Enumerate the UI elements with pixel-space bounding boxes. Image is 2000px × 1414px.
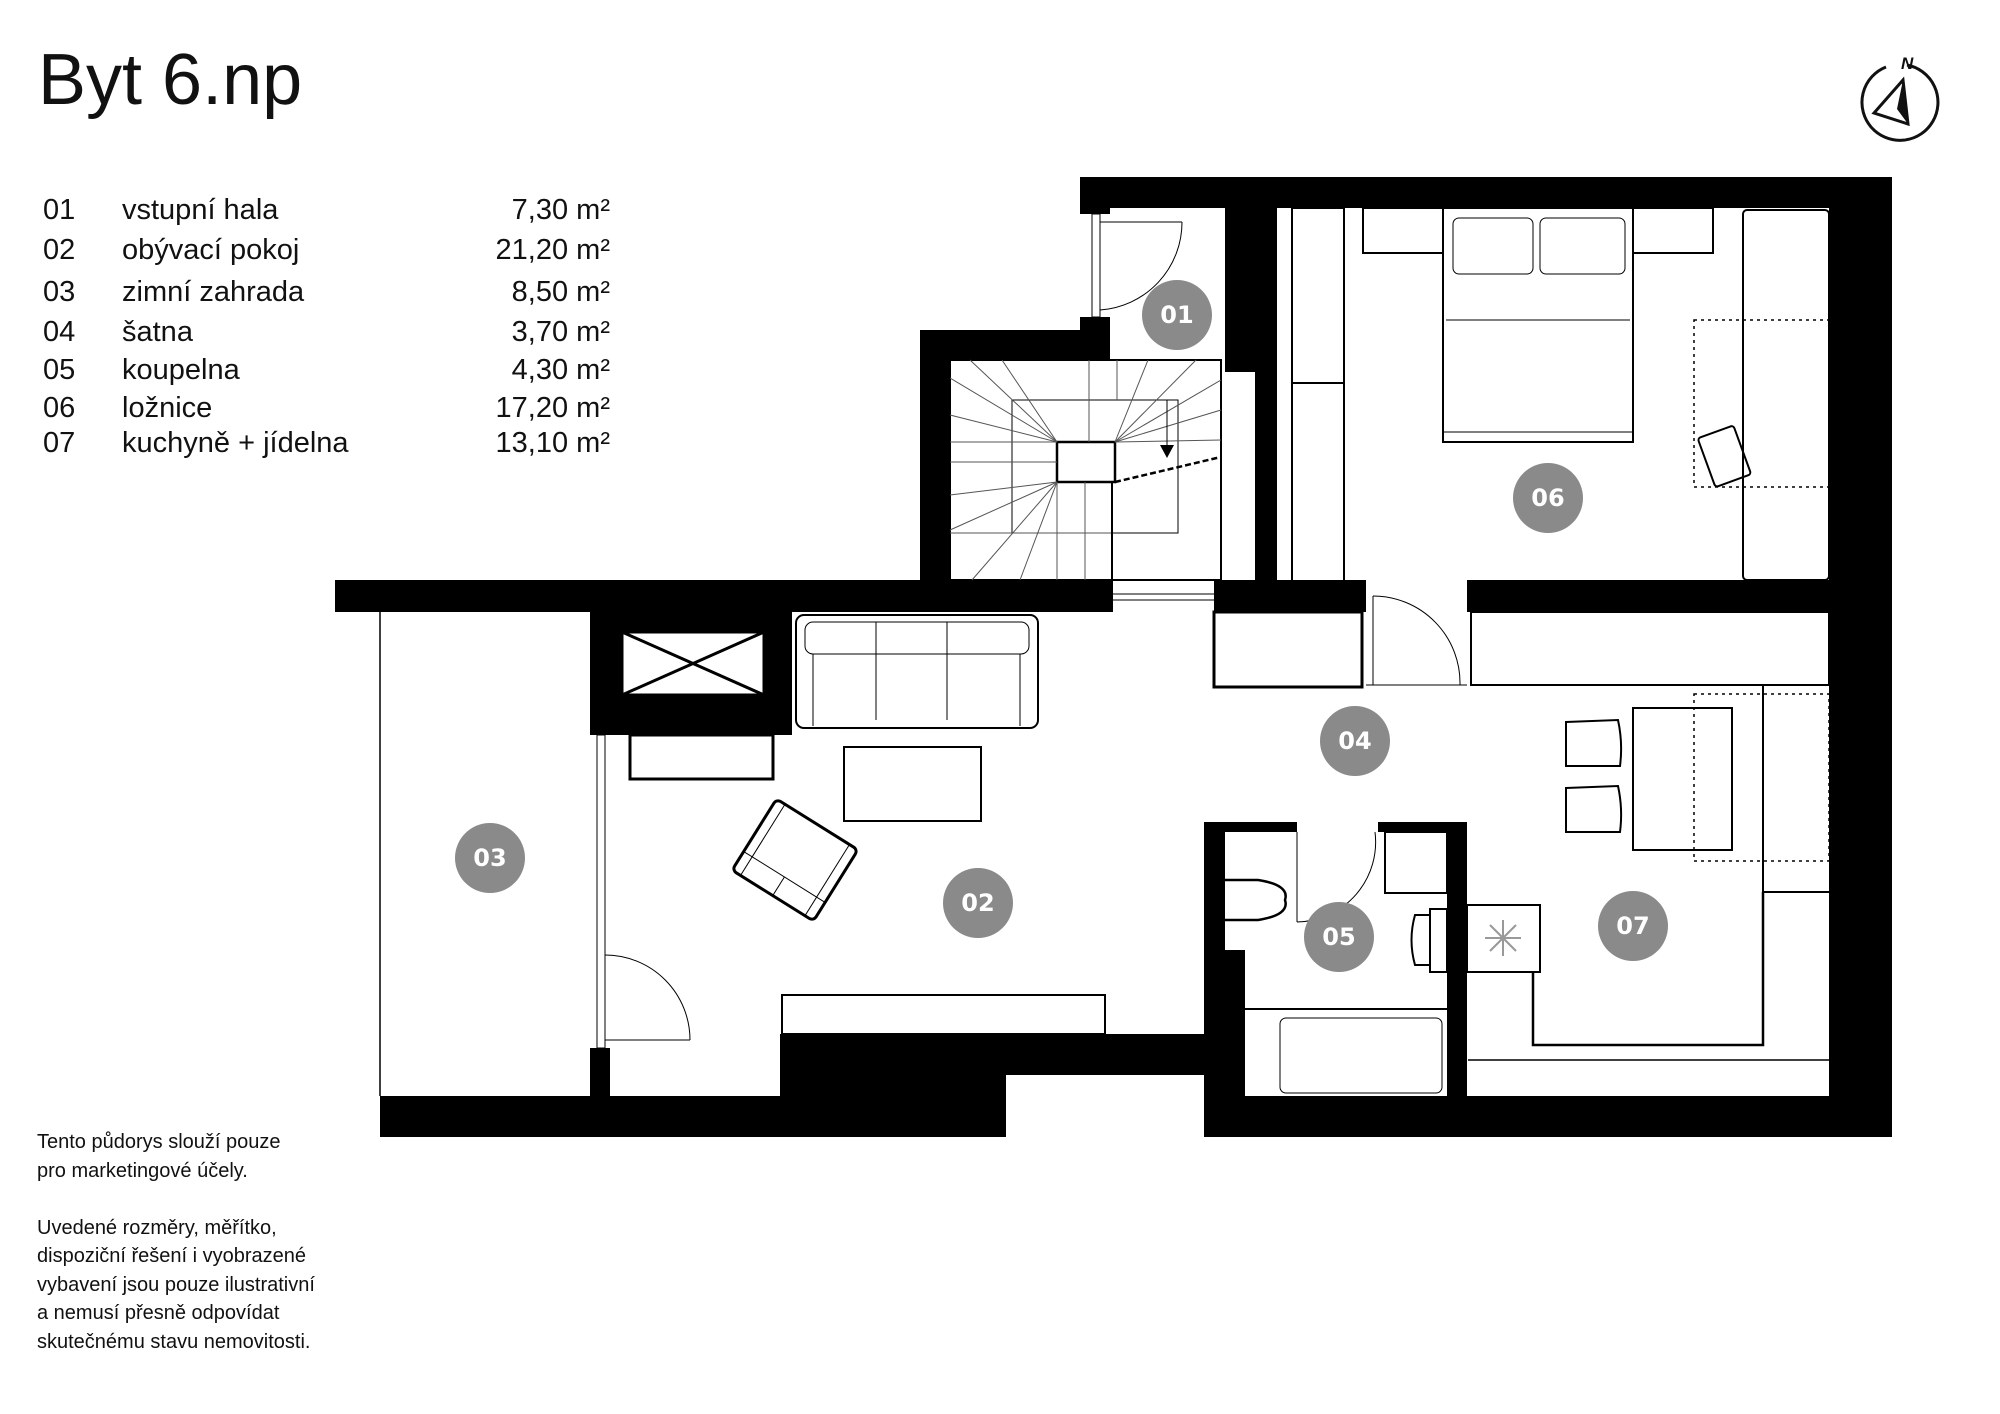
room-name: vstupní hala [122,194,279,226]
room-number: 07 [43,427,76,459]
room-badge-04: 04 [1320,706,1390,776]
room-badge-05: 05 [1304,902,1374,972]
north-arrow-icon [1860,63,1940,142]
room-badge-03: 03 [455,823,525,893]
room-area: 7,30 m² [511,194,610,226]
room-number: 06 [43,392,76,424]
compass: N [1855,54,1945,148]
disclaimer-line: dispoziční řešení i vyobrazené [37,1245,307,1267]
room-badge-01: 01 [1142,280,1212,350]
room-area: 17,20 m² [495,392,610,424]
disclaimer-line: a nemusí přesně odpovídat [37,1302,280,1324]
disclaimer-line: Uvedené rozměry, měřítko, [37,1216,277,1239]
disclaimer-line: vybavení jsou pouze ilustrativní [37,1273,315,1296]
room-number: 01 [43,194,76,226]
page-title: Byt 6.np [38,40,303,120]
fixtures [379,207,1830,1096]
disclaimer-line: Tento půdorys slouží pouze [37,1131,281,1153]
room-name: obývací pokoj [122,234,300,266]
room-area: 13,10 m² [495,427,610,459]
room-number: 03 [43,276,76,308]
room-name: ložnice [122,392,213,424]
room-name: koupelna [122,354,240,386]
room-area: 4,30 m² [511,354,610,386]
disclaimer: Tento půdorys slouží pouze pro marketing… [37,1128,397,1385]
room-name: kuchyně + jídelna [122,427,349,459]
room-name: zimní zahrada [122,276,305,308]
room-number: 05 [43,354,76,386]
room-badge-02: 02 [943,868,1013,938]
room-area: 3,70 m² [511,316,610,348]
room-badge-06: 06 [1513,463,1583,533]
room-area: 21,20 m² [495,234,610,266]
disclaimer-line: skutečnému stavu nemovitosti. [37,1330,311,1353]
walls [335,177,1892,1137]
disclaimer-line: pro marketingové účely. [37,1159,248,1182]
room-number: 04 [43,316,76,348]
room-area: 8,50 m² [511,276,610,308]
room-name: šatna [122,316,193,348]
north-label: N [1901,54,1914,73]
room-number: 02 [43,234,76,266]
room-badge-07: 07 [1598,891,1668,961]
